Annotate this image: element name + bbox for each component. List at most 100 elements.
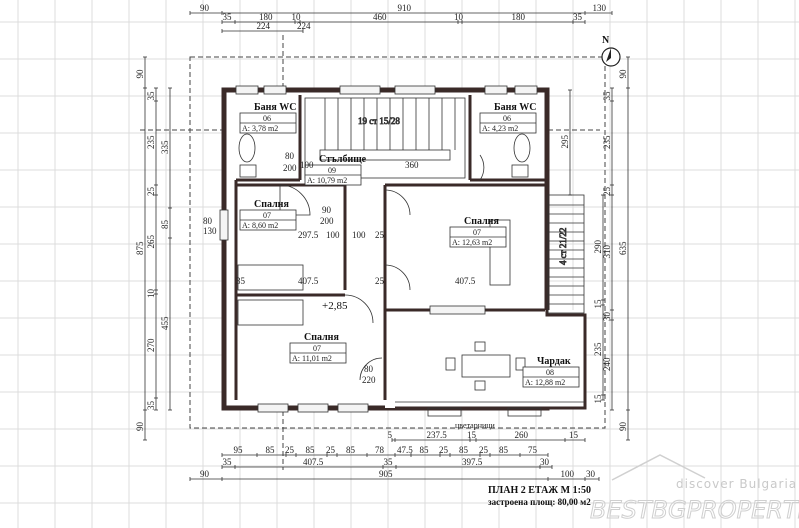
watermark-line2: BESTBGPROPERTIES bbox=[590, 496, 799, 524]
dimension-label: 35 bbox=[602, 91, 612, 101]
dimension-label: 35 bbox=[236, 276, 246, 286]
dimension-label: 30 bbox=[586, 469, 596, 479]
door-height: 200 bbox=[283, 163, 297, 173]
dimension-label: 78 bbox=[375, 445, 385, 455]
dimension-label: 10 bbox=[292, 12, 302, 22]
dimension-label: 85 bbox=[306, 445, 316, 455]
dimension-label: 180 bbox=[259, 12, 273, 22]
dimension-label: 90 bbox=[200, 3, 210, 13]
toilet bbox=[511, 164, 529, 178]
dimension-label: 10 bbox=[146, 289, 156, 299]
dimension-label: 295 bbox=[560, 135, 570, 149]
dimension-label: 335 bbox=[160, 140, 170, 154]
dimension-label: 407.5 bbox=[298, 276, 319, 286]
bed bbox=[237, 299, 304, 326]
dimension-label: 297.5 bbox=[298, 230, 319, 240]
door-width: 80 bbox=[364, 364, 374, 374]
furniture bbox=[237, 133, 542, 417]
room-area: A: 12,63 m2 bbox=[452, 238, 492, 247]
room-name: Чардак bbox=[537, 356, 571, 367]
dimension-label: 5 bbox=[388, 430, 393, 440]
dimension-label: 15 bbox=[593, 394, 603, 404]
dimension-label: 100 bbox=[300, 160, 314, 170]
room-number: 07 bbox=[263, 211, 271, 220]
room-area: A: 8,60 m2 bbox=[242, 221, 278, 230]
dimension-label: 224 bbox=[297, 21, 311, 31]
dimension-label: 25 bbox=[439, 445, 449, 455]
main-staircase: 19 ст 15/28 bbox=[304, 97, 466, 179]
dimension-label: 85 bbox=[420, 445, 430, 455]
room-name: Баня WC bbox=[254, 102, 297, 113]
dimension-label: 130 bbox=[593, 3, 607, 13]
dimension-label: 240 bbox=[602, 357, 612, 371]
dimension-label: 635 bbox=[618, 241, 628, 255]
drawing-title: ПЛАН 2 ЕТАЖ М 1:50 bbox=[488, 485, 591, 496]
dimension-label: 15 bbox=[569, 430, 579, 440]
dining-table bbox=[461, 354, 511, 378]
room-number: 09 bbox=[328, 166, 336, 175]
room-number: 06 bbox=[263, 114, 271, 123]
flower-boxes-label: цветарници bbox=[455, 421, 496, 430]
dimension-label: 35 bbox=[146, 91, 156, 101]
room-name: Спалня bbox=[304, 332, 339, 343]
dimension-label: 25 bbox=[326, 445, 336, 455]
dimension-label: 25 bbox=[375, 276, 385, 286]
toilet bbox=[239, 164, 257, 178]
north-arrow-icon: N bbox=[601, 35, 621, 67]
dimension-label: 95 bbox=[234, 445, 244, 455]
room-number: 07 bbox=[313, 344, 321, 353]
walls bbox=[221, 87, 587, 411]
level-mark: +2,85 bbox=[322, 300, 348, 312]
dimension-label: 270 bbox=[146, 338, 156, 352]
dimension-label: 90 bbox=[200, 469, 210, 479]
dimension-label: 35 bbox=[223, 12, 233, 22]
room-name: Спалня bbox=[464, 216, 499, 227]
dimension-label: 25 bbox=[375, 230, 385, 240]
ext-stair-label: 4 ст 21/22 bbox=[558, 228, 568, 265]
dimension-label: 35 bbox=[223, 457, 233, 467]
dimension-label: 875 bbox=[135, 241, 145, 255]
north-label: N bbox=[602, 35, 610, 46]
dimension-label: 25 bbox=[285, 445, 295, 455]
room-number: 08 bbox=[546, 368, 554, 377]
dimension-label: 47.5 bbox=[397, 445, 413, 455]
door-width: 90 bbox=[322, 205, 332, 215]
dimension-label: 260 bbox=[515, 430, 529, 440]
dimension-label: 407.5 bbox=[455, 276, 476, 286]
watermark-logo: discover Bulgaria BESTBGPROPERTIES bbox=[590, 454, 799, 525]
roof-outline bbox=[189, 56, 606, 429]
dimension-label: 85 bbox=[266, 445, 276, 455]
dimension-label: 237.5 bbox=[427, 430, 448, 440]
room-area: A: 11,01 m2 bbox=[292, 354, 332, 363]
dimension-label: 35 bbox=[573, 12, 583, 22]
dimension-label: 10 bbox=[454, 12, 464, 22]
dimension-label: 25 bbox=[146, 187, 156, 197]
dimension-label: 15 bbox=[593, 299, 603, 309]
dimension-label: 224 bbox=[257, 21, 271, 31]
dimension-label: 235 bbox=[593, 342, 603, 356]
dimension-label: 25 bbox=[479, 445, 489, 455]
watermark-line1: discover Bulgaria bbox=[676, 477, 797, 491]
dimension-label: 290 bbox=[593, 240, 603, 254]
room-area: A: 12,88 m2 bbox=[525, 378, 565, 387]
stair-label: 19 ст 15/28 bbox=[358, 116, 400, 126]
windows bbox=[219, 85, 538, 413]
dimension-label: 100 bbox=[326, 230, 340, 240]
window-height: 130 bbox=[203, 226, 217, 236]
door-height: 220 bbox=[362, 375, 376, 385]
bathtub bbox=[513, 133, 531, 163]
dimension-label: 265 bbox=[146, 235, 156, 249]
room-area: A: 3,78 m2 bbox=[242, 124, 278, 133]
dimension-label: 90 bbox=[618, 422, 628, 432]
door-width: 80 bbox=[285, 151, 295, 161]
dimension-label: 25 bbox=[602, 187, 612, 197]
dimension-label: 90 bbox=[135, 422, 145, 432]
dimension-label: 100 bbox=[352, 230, 366, 240]
